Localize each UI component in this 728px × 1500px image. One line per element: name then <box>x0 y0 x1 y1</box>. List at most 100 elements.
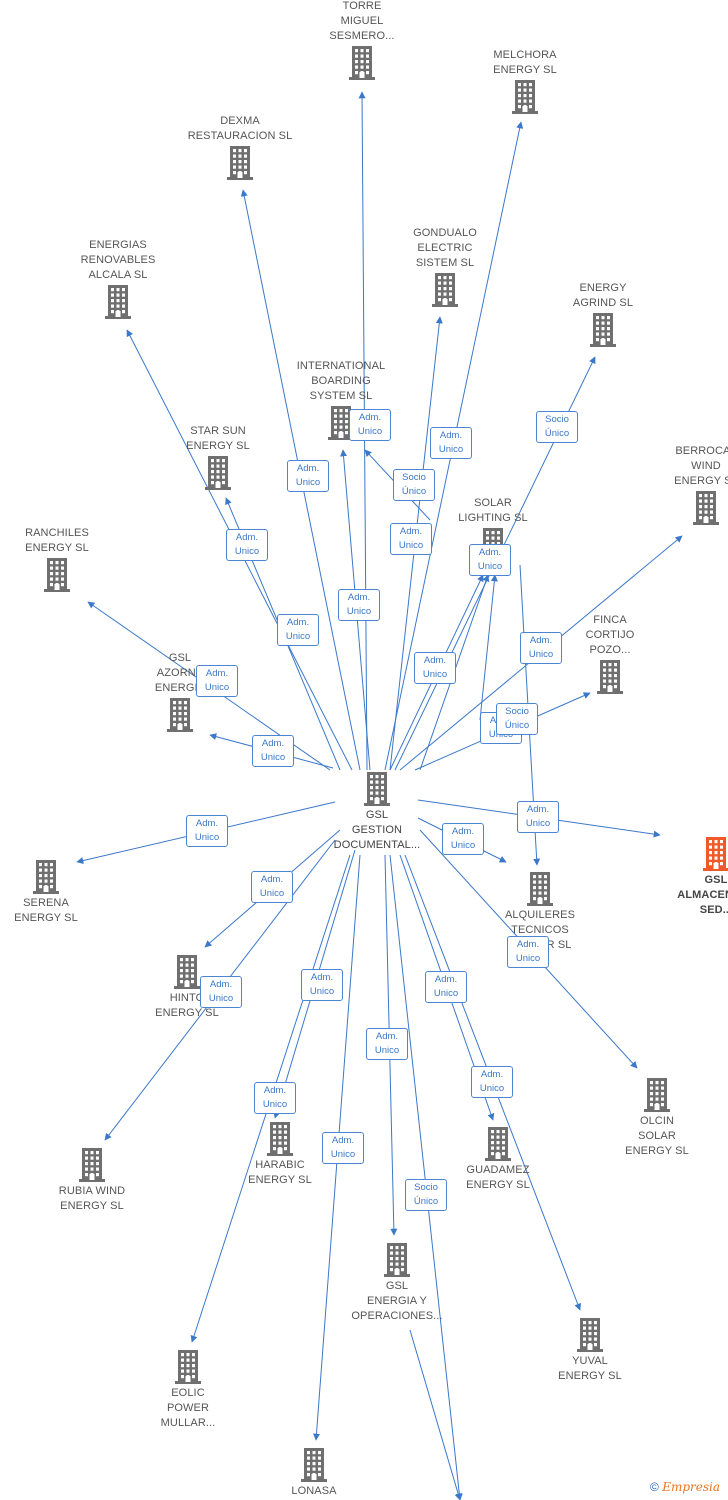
edge-label-adm-unico[interactable]: Adm.Unico <box>301 969 343 1001</box>
building-icon <box>470 872 610 906</box>
building-icon <box>118 1350 258 1384</box>
edge-label-adm-unico[interactable]: Adm.Unico <box>251 871 293 903</box>
edge-label-adm-unico[interactable]: Adm.Unico <box>469 544 511 576</box>
edge-label-adm-unico[interactable]: Adm.Unico <box>520 632 562 664</box>
edge-line <box>479 574 498 721</box>
edge-label-adm-unico[interactable]: Adm.Unico <box>442 823 484 855</box>
edge-label-adm-unico[interactable]: Adm.Unico <box>430 427 472 459</box>
building-icon <box>117 955 257 989</box>
building-icon <box>533 313 673 347</box>
edge-line <box>389 854 463 1500</box>
edge-label-adm-unico[interactable]: Adm.Unico <box>226 529 268 561</box>
building-icon <box>646 837 728 871</box>
edge-label-adm-unico[interactable]: Adm.Unico <box>507 936 549 968</box>
building-icon <box>244 1448 384 1482</box>
edge-label-adm-unico[interactable]: Adm.Unico <box>186 815 228 847</box>
building-icon <box>0 860 116 894</box>
building-icon <box>210 1122 350 1156</box>
edge-label-adm-unico[interactable]: Adm.Unico <box>322 1132 364 1164</box>
edge-label-adm-unico[interactable]: Adm.Unico <box>200 976 242 1008</box>
company-name: GSLALMACENAJESED... <box>677 874 728 916</box>
building-icon <box>428 1127 568 1161</box>
building-icon <box>48 285 188 319</box>
building-icon <box>327 1243 467 1277</box>
edge-label-adm-unico[interactable]: Adm.Unico <box>196 665 238 697</box>
company-name: LONASA <box>291 1485 337 1497</box>
company-node-almacenaje[interactable]: GSLALMACENAJESED... <box>646 835 728 918</box>
company-name: BERROCALWINDENERGY SL <box>674 445 728 487</box>
building-icon <box>636 491 728 525</box>
edge-label-adm-unico[interactable]: Adm.Unico <box>254 1082 296 1114</box>
building-icon <box>375 273 515 307</box>
edge-label-adm-unico[interactable]: Adm.Unico <box>425 971 467 1003</box>
building-icon <box>520 1318 660 1352</box>
edge-label-adm-unico[interactable]: Adm.Unico <box>390 523 432 555</box>
edge-label-adm-unico[interactable]: Adm.Unico <box>287 460 329 492</box>
building-icon <box>170 146 310 180</box>
edge-label-adm-unico[interactable]: Adm.Unico <box>277 614 319 646</box>
brand-watermark: © Empresia <box>650 1480 720 1494</box>
brand-name: Empresia <box>662 1480 720 1494</box>
edge-label-adm-unico[interactable]: Adm.Unico <box>414 652 456 684</box>
building-icon <box>587 1078 727 1112</box>
building-icon <box>0 558 127 592</box>
company-node-lonasa[interactable]: LONASA <box>244 1446 384 1499</box>
edge-label-adm-unico[interactable]: Adm.Unico <box>338 589 380 621</box>
edge-label-adm-unico[interactable]: Adm.Unico <box>252 735 294 767</box>
edge-label-adm-unico[interactable]: Adm.Unico <box>349 409 391 441</box>
building-icon <box>307 772 447 806</box>
building-icon <box>110 698 250 732</box>
building-icon <box>22 1148 162 1182</box>
edge-label-adm-unico[interactable]: Adm.Unico <box>366 1028 408 1060</box>
edge-label-adm-unico[interactable]: Adm.Unico <box>517 801 559 833</box>
edge-label-adm-unico[interactable]: Adm.Unico <box>471 1066 513 1098</box>
building-icon <box>455 80 595 114</box>
edge-line <box>409 1329 462 1500</box>
company-node-berroca[interactable]: BERROCALWINDENERGY SL <box>636 444 728 527</box>
